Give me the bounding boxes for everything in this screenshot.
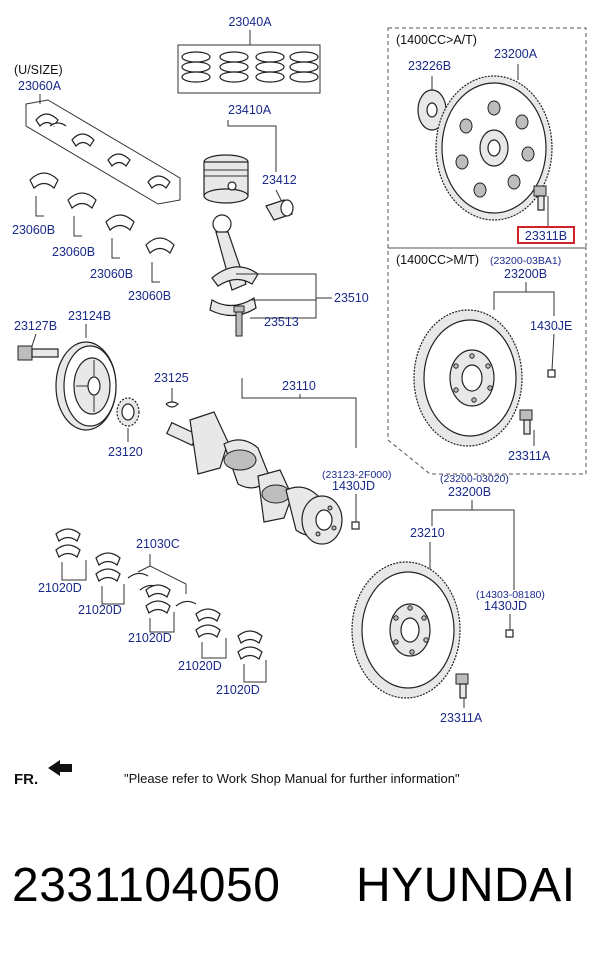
flywheel-23200B (351, 561, 461, 699)
crank-bolt (17, 345, 59, 361)
label-21020D-5[interactable]: 21020D (216, 683, 260, 697)
key (165, 401, 179, 408)
label-1430JE[interactable]: 1430JE (530, 319, 572, 333)
label-23311A-1[interactable]: 23311A (508, 449, 551, 463)
label-21020D-3[interactable]: 21020D (128, 631, 172, 645)
crankshaft (165, 411, 343, 545)
label-23410A[interactable]: 23410A (228, 103, 272, 117)
piston (203, 154, 249, 204)
label-23127B[interactable]: 23127B (14, 319, 57, 333)
conrod-bearing-set (55, 528, 267, 683)
label-23200B-2[interactable]: 23200B (448, 485, 491, 499)
label-23060B-2[interactable]: 23060B (52, 245, 95, 259)
label-ref-03020: (23200-03020) (440, 473, 509, 485)
label-23226B[interactable]: 23226B (408, 59, 451, 73)
label-1430JD-1[interactable]: 1430JD (332, 479, 375, 493)
mt-section (387, 247, 587, 475)
connecting-rod (209, 214, 259, 337)
label-23110[interactable]: 23110 (282, 379, 316, 393)
label-23311B[interactable]: 23311B (525, 229, 567, 243)
drive-plate-bolt (533, 185, 547, 211)
highlight-box-23311B (517, 226, 575, 244)
label-at-header: (1400CC>A/T) (396, 33, 477, 47)
label-23125[interactable]: 23125 (154, 371, 189, 385)
footer-note: "Please refer to Work Shop Manual for fu… (124, 771, 460, 786)
main-bearing-lower-set (29, 172, 175, 283)
label-usize: (U/SIZE) (14, 63, 63, 77)
flywheel-dowel-2 (505, 629, 514, 638)
label-23120[interactable]: 23120 (108, 445, 143, 459)
label-23040A[interactable]: 23040A (228, 15, 272, 29)
label-21020D-4[interactable]: 21020D (178, 659, 222, 673)
label-23060B-4[interactable]: 23060B (128, 289, 171, 303)
label-21030C[interactable]: 21030C (136, 537, 180, 551)
brand-name: HYUNDAI (356, 859, 576, 912)
label-ref-08180: (14303-08180) (476, 589, 545, 601)
label-1430JD-2[interactable]: 1430JD (484, 599, 527, 613)
label-23123-ref: (23123-2F000) (322, 469, 391, 481)
label-23513[interactable]: 23513 (264, 315, 299, 329)
label-23311A-2[interactable]: 23311A (440, 711, 483, 725)
front-arrow-icon (48, 760, 72, 776)
label-23510[interactable]: 23510 (334, 291, 369, 305)
label-23210[interactable]: 23210 (410, 526, 445, 540)
drive-plate-23200A (435, 75, 553, 221)
flywheel-23200B-mt (413, 309, 523, 447)
label-21020D-1[interactable]: 21020D (38, 581, 82, 595)
at-section (387, 27, 587, 249)
crankshaft-pulley (55, 341, 117, 431)
label-23060A[interactable]: 23060A (18, 79, 62, 93)
label-23060B-3[interactable]: 23060B (90, 267, 133, 281)
label-23412[interactable]: 23412 (262, 173, 297, 187)
label-mt-ref: (23200-03BA1) (490, 255, 561, 267)
label-mt-header: (1400CC>M/T) (396, 253, 479, 267)
flywheel-bolt (455, 673, 469, 699)
label-23200A[interactable]: 23200A (494, 47, 538, 61)
part-number: 2331104050 (12, 859, 281, 912)
label-21020D-2[interactable]: 21020D (78, 603, 122, 617)
label-23124B[interactable]: 23124B (68, 309, 111, 323)
piston-ring-set (177, 30, 321, 94)
piston-pin (265, 199, 294, 221)
front-indicator: FR. (14, 771, 38, 788)
main-bearing-upper-set (25, 99, 181, 205)
label-23060B-1[interactable]: 23060B (12, 223, 55, 237)
label-23200B-1[interactable]: 23200B (504, 267, 547, 281)
flywheel-bolt-mt (519, 409, 533, 435)
crankshaft-sprocket (116, 397, 140, 427)
exploded-parts-diagram: 23040A (U/SIZE) 23060A 23060B 23060B 230… (12, 15, 587, 788)
flywheel-dowel (547, 369, 556, 378)
dowel-pin (351, 521, 360, 530)
